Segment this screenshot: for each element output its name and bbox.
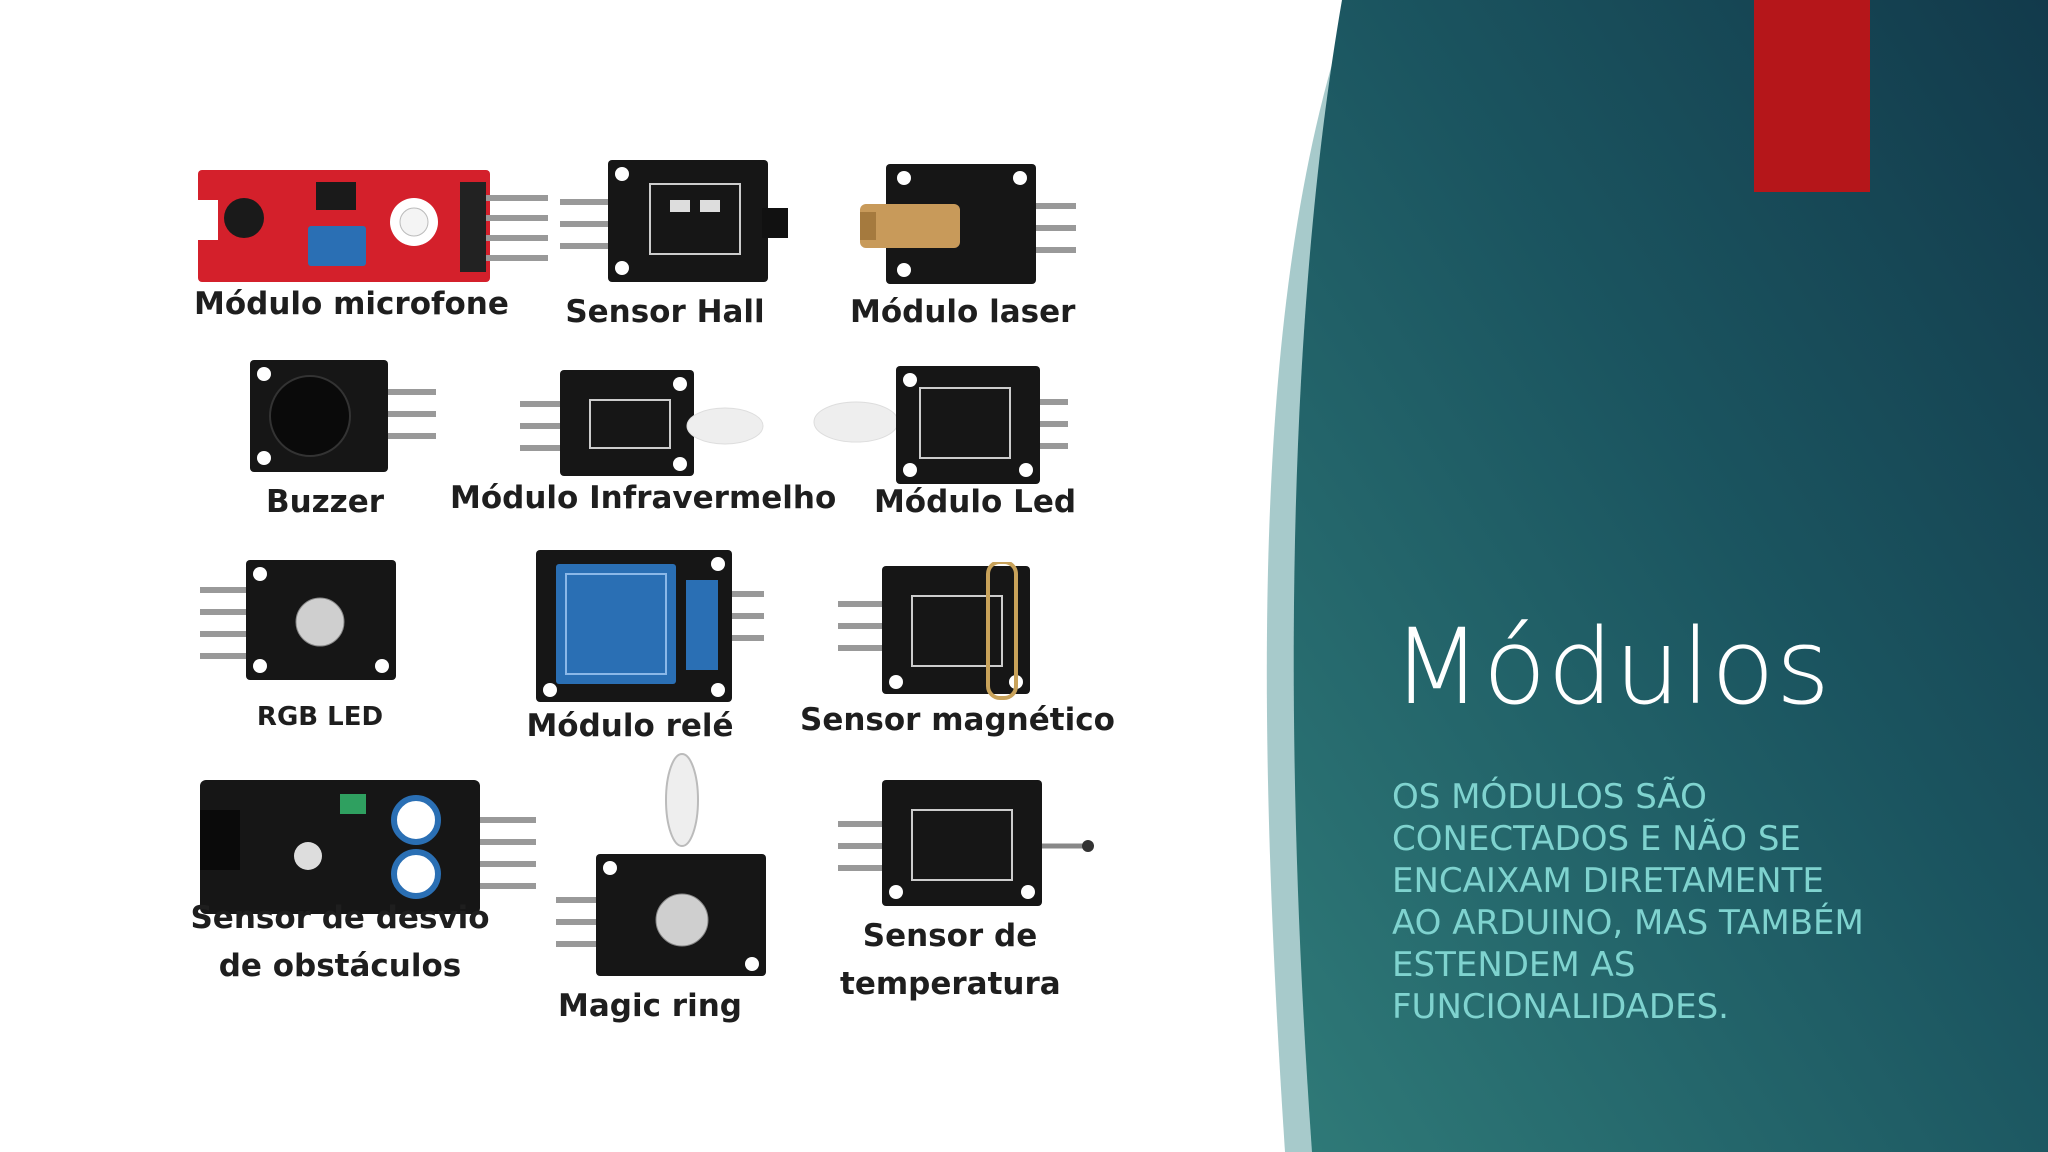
label-temperatura: Sensor de temperatura <box>840 918 1061 1002</box>
label-infravermelho: Módulo Infravermelho <box>450 480 837 516</box>
modules-photo: Módulo microfone Sensor Hall <box>170 130 1130 1060</box>
microphone-module-image <box>198 170 548 282</box>
laser-module-image <box>860 164 1076 284</box>
temperature-sensor-image <box>838 780 1094 906</box>
rgb-led-image <box>200 560 396 680</box>
label-rgb: RGB LED <box>256 702 384 732</box>
label-led: Módulo Led <box>873 484 1077 520</box>
label-desvio: Sensor de desvio de obstáculos <box>190 900 490 984</box>
slide-title: Módulos <box>1392 606 1831 728</box>
label-hall: Sensor Hall <box>565 294 765 330</box>
obstacle-sensor-image <box>200 780 536 914</box>
label-magic: Magic ring <box>558 988 742 1024</box>
magnetic-sensor-image <box>838 562 1030 700</box>
label-magnetico: Sensor magnético <box>800 702 1115 738</box>
relay-module-image <box>536 550 764 702</box>
hall-sensor-image <box>560 160 788 282</box>
red-accent-block <box>1754 0 1870 192</box>
infrared-module-image <box>520 370 764 476</box>
slide-subtitle: OS MÓDULOS SÃO CONECTADOS E NÃO SE ENCAI… <box>1392 777 1864 1027</box>
teal-panel <box>1293 0 2048 1152</box>
label-buzzer: Buzzer <box>265 484 385 520</box>
buzzer-image <box>250 360 436 472</box>
label-microfone: Módulo microfone <box>194 286 509 322</box>
magic-ring-image <box>556 753 766 976</box>
led-module-image <box>813 366 1068 484</box>
label-rele: Módulo relé <box>526 708 734 744</box>
label-laser: Módulo laser <box>850 294 1076 330</box>
